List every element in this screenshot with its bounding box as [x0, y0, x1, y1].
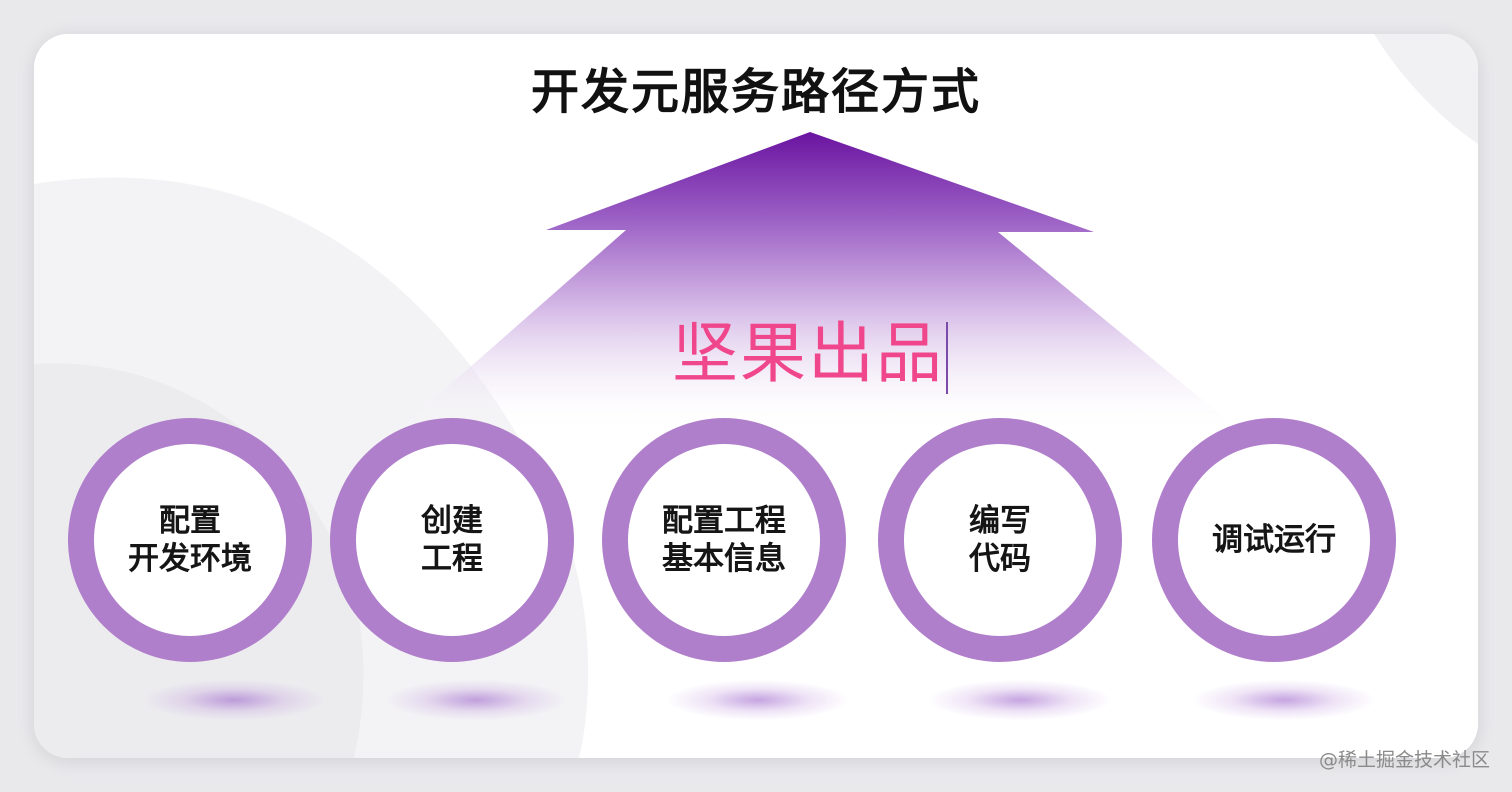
brand-text: 坚果出品: [672, 314, 948, 394]
step-inner: 调试运行: [1178, 444, 1370, 636]
step-shadow-4: [930, 680, 1110, 720]
step-inner: 创建 工程: [356, 444, 548, 636]
step-inner: 配置工程 基本信息: [628, 444, 820, 636]
step-shadow-1: [144, 680, 324, 720]
diagram-card: 开发元服务路径方式 坚果出品 配置 开发环境: [34, 34, 1478, 758]
step-shadow-5: [1194, 680, 1374, 720]
step-circle-create-project: 创建 工程: [330, 418, 574, 662]
upward-arrow: [394, 132, 1244, 434]
step-label: 配置工程 基本信息: [662, 502, 786, 577]
step-circle-write-code: 编写 代码: [878, 418, 1122, 662]
step-label: 配置 开发环境: [128, 502, 252, 577]
step-label: 创建 工程: [421, 502, 483, 577]
text-cursor: [946, 321, 948, 394]
diagram-title: 开发元服务路径方式: [530, 64, 981, 120]
step-shadow-3: [668, 680, 848, 720]
step-circle-configure-env: 配置 开发环境: [68, 418, 312, 662]
step-label: 调试运行: [1212, 521, 1336, 558]
watermark: @稀土掘金技术社区: [1318, 749, 1490, 771]
step-inner: 配置 开发环境: [94, 444, 286, 636]
step-circle-debug-run: 调试运行: [1152, 418, 1396, 662]
step-circle-configure-project-info: 配置工程 基本信息: [602, 418, 846, 662]
brand-label: 坚果出品: [672, 315, 944, 392]
step-inner: 编写 代码: [904, 444, 1096, 636]
arrow-shape: [394, 132, 1244, 434]
step-shadow-2: [386, 680, 566, 720]
step-label: 编写 代码: [969, 502, 1031, 577]
